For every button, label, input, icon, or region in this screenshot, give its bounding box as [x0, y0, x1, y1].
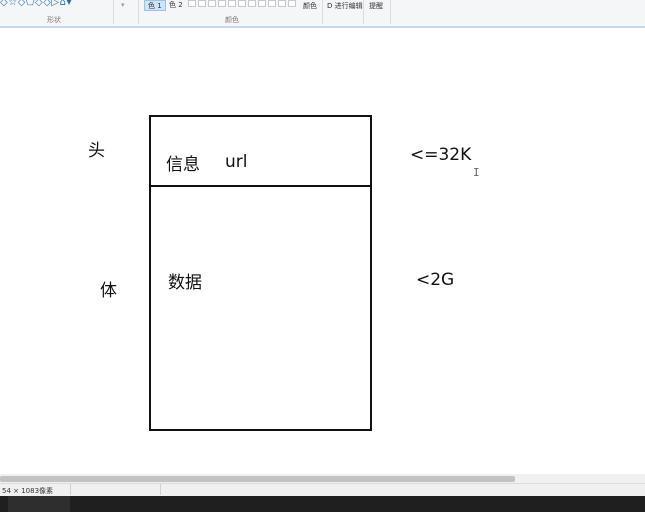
info-label: 信息 — [166, 155, 200, 175]
drawing-canvas[interactable] — [0, 28, 645, 474]
color-swatch[interactable] — [288, 0, 296, 7]
color-swatch[interactable] — [278, 0, 286, 7]
ribbon-separator — [138, 0, 139, 24]
ribbon-separator — [363, 0, 364, 24]
color-swatch[interactable] — [238, 0, 246, 7]
ribbon-separator — [322, 0, 323, 24]
shapes-group-label: 形状 — [47, 16, 61, 24]
head-limit-label: <=32K — [410, 145, 472, 165]
color-swatch[interactable] — [198, 0, 206, 7]
text-cursor-icon: I — [473, 166, 480, 179]
ribbon-separator — [390, 0, 391, 24]
color-swatch[interactable] — [268, 0, 276, 7]
head-label: 头 — [88, 141, 105, 161]
body-label: 体 — [100, 281, 117, 301]
status-separator — [160, 484, 161, 495]
outline-dropdown[interactable]: ▾ — [121, 1, 125, 9]
color2-button[interactable]: 色 2 — [169, 1, 183, 9]
ribbon: ◇☆◇⬠◇◇▷⌂▾ 形状 ▾ 色 1 色 2 颜色 颜色 D 进行编辑 提醒 — [0, 0, 645, 27]
request-box — [149, 115, 372, 431]
colors-group-label: 颜色 — [225, 16, 239, 24]
status-bar — [0, 483, 645, 496]
ribbon-accent-line — [0, 26, 645, 28]
url-label: url — [225, 152, 248, 172]
taskbar-item[interactable] — [8, 496, 70, 512]
color-swatch[interactable] — [208, 0, 216, 7]
ribbon-separator — [113, 0, 114, 24]
shapes-gallery[interactable]: ◇☆◇⬠◇◇▷⌂▾ — [0, 0, 72, 8]
body-limit-label: <2G — [416, 270, 455, 290]
box-divider — [149, 185, 372, 187]
status-separator — [70, 484, 71, 495]
color1-button[interactable]: 色 1 — [144, 0, 166, 11]
color-swatch[interactable] — [258, 0, 266, 7]
taskbar — [0, 496, 645, 512]
remind-button[interactable]: 提醒 — [369, 2, 383, 10]
color-swatch[interactable] — [228, 0, 236, 7]
image-dimensions: 54 × 1083像素 — [2, 487, 54, 495]
edit-with-paint3d-button[interactable]: D 进行编辑 — [327, 2, 363, 10]
scrollbar-thumb[interactable] — [0, 476, 515, 482]
color-swatch[interactable] — [248, 0, 256, 7]
color-swatch[interactable] — [218, 0, 226, 7]
edit-colors-button[interactable]: 颜色 — [303, 2, 317, 10]
data-label: 数据 — [168, 273, 202, 293]
color-swatch[interactable] — [188, 0, 196, 7]
